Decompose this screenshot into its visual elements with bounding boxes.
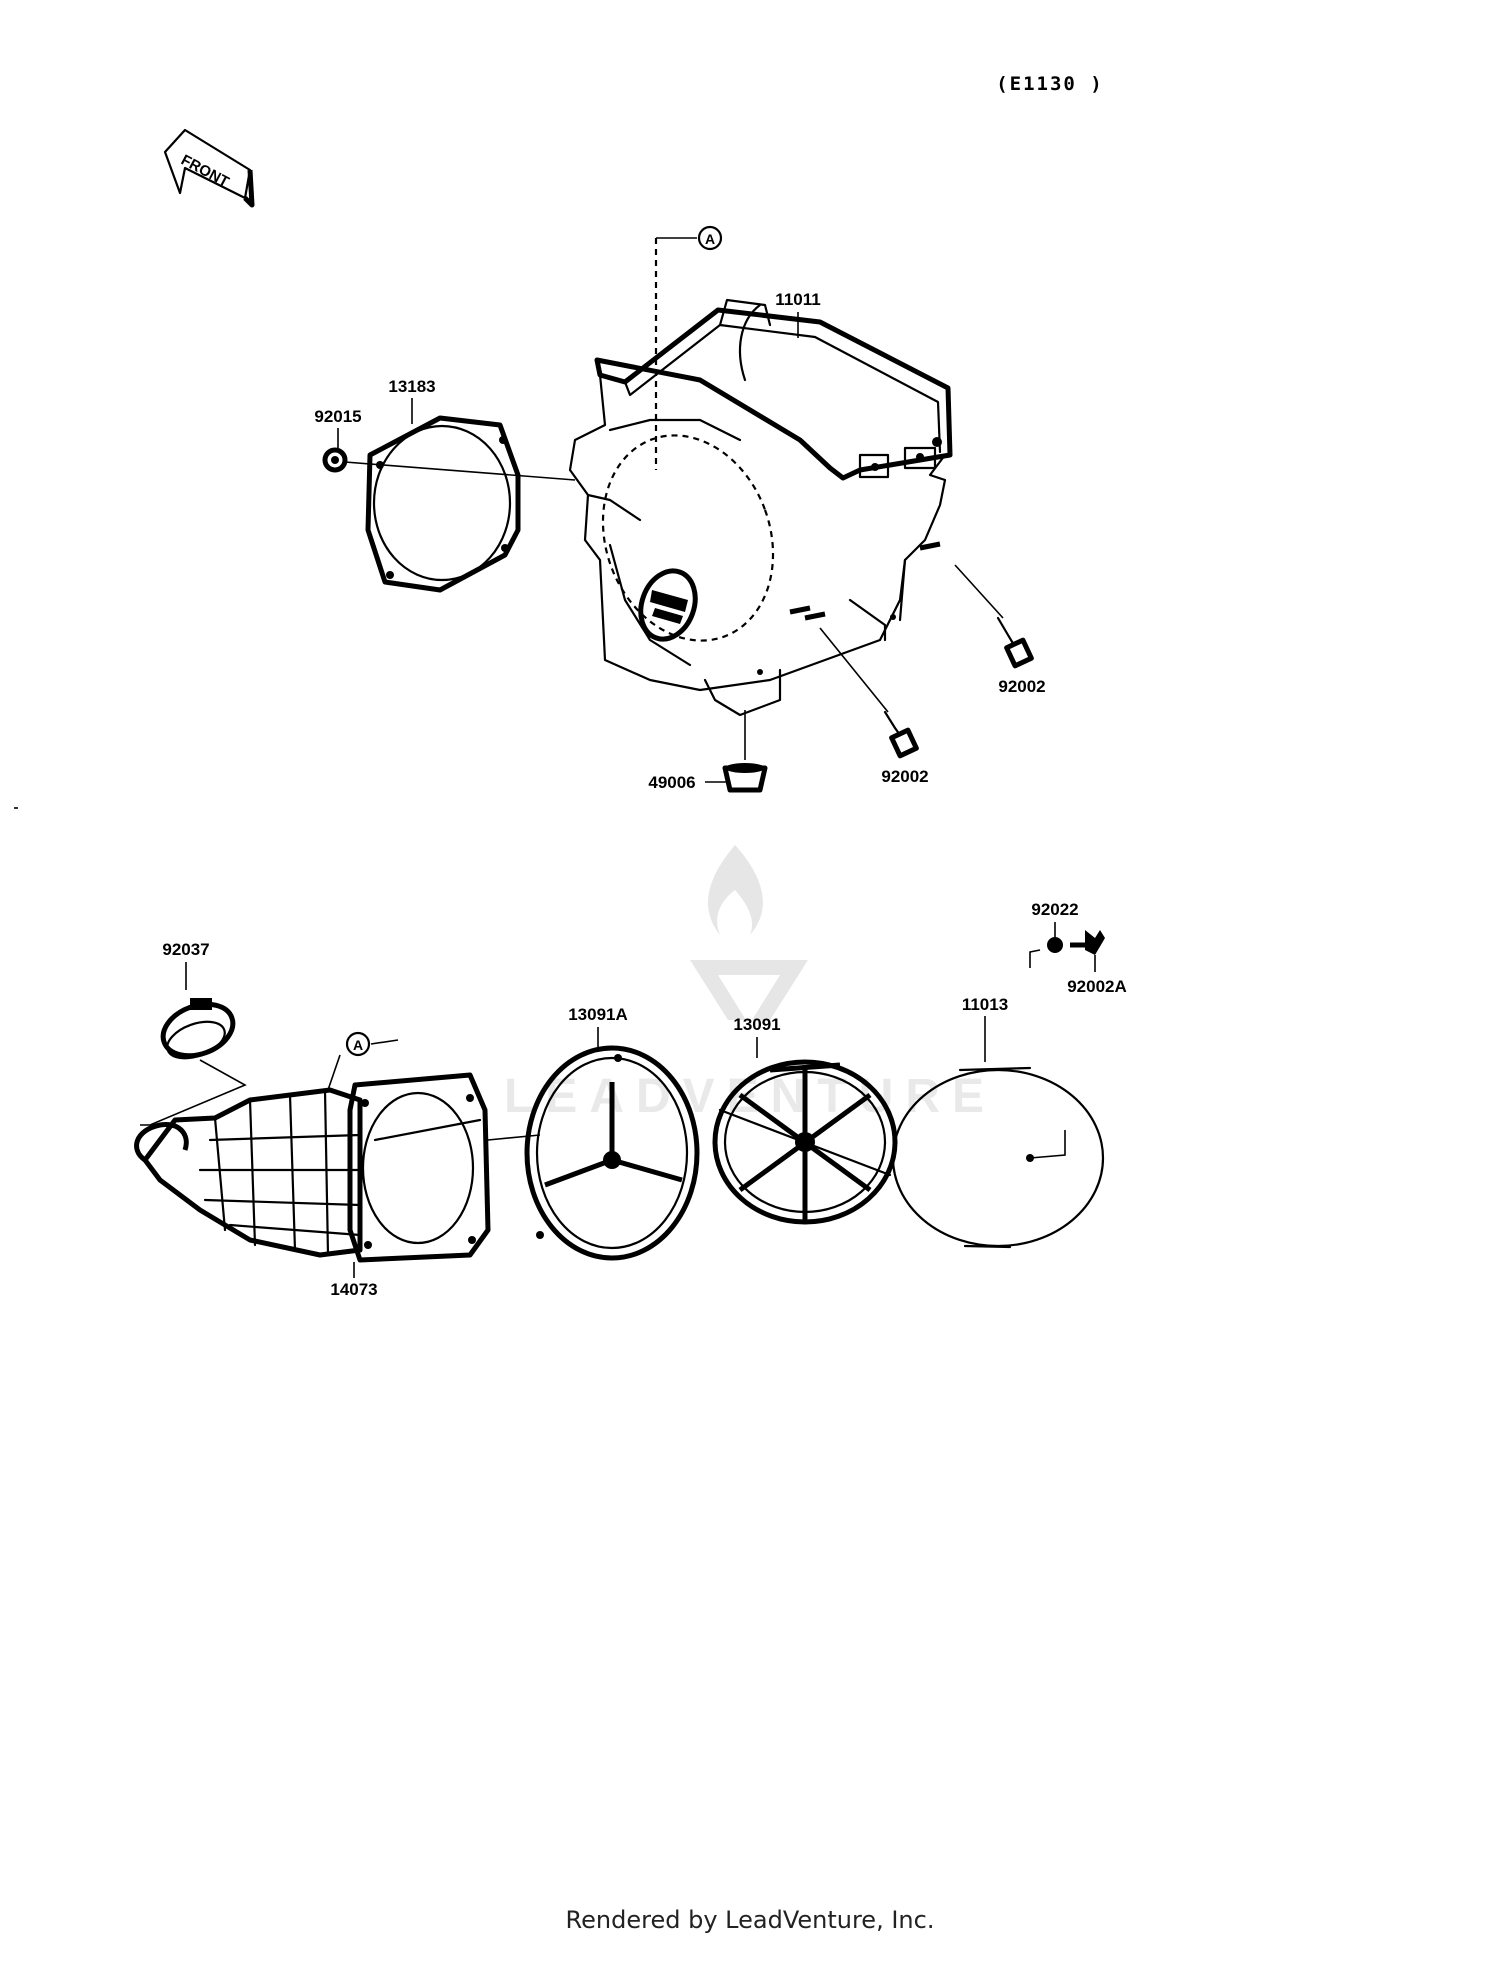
part-label-49006: 49006 — [648, 773, 695, 792]
marker-a-label: A — [705, 231, 715, 247]
leader-duct-to-plate — [487, 1134, 541, 1141]
bolt-92002-bottom — [819, 627, 919, 759]
part-label-13091A: 13091A — [568, 1005, 628, 1024]
duct-14073 — [134, 1072, 491, 1263]
part-label-13183: 13183 — [388, 377, 435, 396]
part-label-92002A: 92002A — [1067, 977, 1127, 996]
part-label-11013: 11013 — [962, 995, 1008, 1014]
part-label-92015: 92015 — [314, 407, 361, 426]
part-label-92022: 92022 — [1031, 900, 1078, 919]
footer-credit: Rendered by LeadVenture, Inc. — [565, 1906, 935, 1934]
part-label-92002-right: 92002 — [998, 677, 1045, 696]
part-label-11011: 11011 — [775, 290, 820, 309]
part-label-14073: 14073 — [330, 1280, 377, 1299]
gasket-13183 — [365, 415, 521, 593]
part-label-92037: 92037 — [162, 940, 209, 959]
front-label: FRONT — [178, 152, 232, 191]
diagram-code: (E1130 ) — [996, 73, 1104, 95]
filter-plate-13091A — [524, 1045, 700, 1261]
washer-92022 — [1029, 922, 1063, 968]
marker-a-bottom-label: A — [353, 1037, 363, 1053]
filter-element-11013 — [891, 1066, 1105, 1249]
bolt-92002-right — [954, 564, 1034, 669]
reference-marker-a-bottom: A — [327, 1031, 399, 1091]
leader-gasket-to-housing — [344, 461, 576, 481]
wing-bolt-92002A — [1070, 930, 1105, 972]
filter-cage-13091 — [712, 1059, 898, 1225]
front-arrow-icon: FRONT — [163, 128, 255, 208]
nut-92015 — [322, 447, 348, 473]
air-cleaner-housing — [568, 298, 953, 717]
clamp-92037 — [140, 998, 247, 1126]
reference-marker-a-top: A — [654, 225, 723, 470]
part-label-92002-bottom: 92002 — [881, 767, 928, 786]
part-label-13091: 13091 — [733, 1015, 780, 1034]
grommet-49006 — [705, 710, 768, 793]
